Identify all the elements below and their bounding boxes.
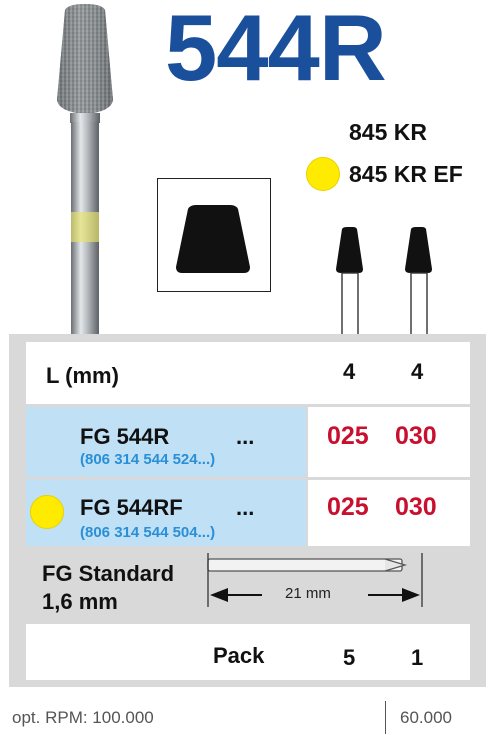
length-value: 4 (343, 359, 356, 384)
bur-silhouette-icon (405, 227, 432, 335)
variant-ellipsis: ... (236, 424, 255, 449)
length-value: 4 (411, 359, 424, 384)
reference-label: 845 KR (349, 119, 427, 145)
variant-name: FG 544RF (80, 495, 183, 520)
order-number: (806 314 544 524...) (80, 451, 216, 468)
optimal-rpm: opt. RPM: 100.000 (12, 708, 154, 727)
product-code: 544R (165, 0, 387, 100)
size-code: 030 (395, 493, 437, 521)
tapered-head-shape (176, 205, 250, 273)
pack-label: Pack (213, 643, 265, 668)
pack-row (26, 624, 470, 680)
variant-name: FG 544R (80, 424, 170, 449)
length-label: L (mm) (46, 363, 119, 388)
variant-row (26, 407, 306, 477)
order-number: (806 314 544 504...) (80, 524, 216, 541)
footer-divider (385, 701, 386, 734)
variant-row (26, 480, 306, 546)
variant-ellipsis: ... (236, 495, 255, 520)
size-code: 025 (327, 422, 369, 450)
variant-codes-cell (308, 480, 470, 546)
shank-length: 21 mm (285, 585, 331, 602)
length-row (26, 342, 470, 404)
shank-dimension-diagram (207, 553, 423, 607)
profile-shape-box (157, 178, 271, 292)
yellow-dot-marker (30, 495, 64, 529)
shank-diameter: 1,6 mm (42, 589, 118, 614)
size-code: 025 (327, 493, 369, 521)
pack-quantity: 5 (343, 645, 356, 670)
bur-silhouette-icon (336, 227, 363, 335)
shank-type: FG Standard (42, 561, 175, 586)
bur-illustration (57, 4, 113, 340)
size-code: 030 (395, 422, 437, 450)
optimal-rpm-alt: 60.000 (400, 708, 452, 727)
yellow-dot-marker (306, 157, 340, 191)
reference-label: 845 KR EF (349, 161, 463, 187)
pack-quantity: 1 (411, 645, 424, 670)
variant-codes-cell (308, 407, 470, 477)
